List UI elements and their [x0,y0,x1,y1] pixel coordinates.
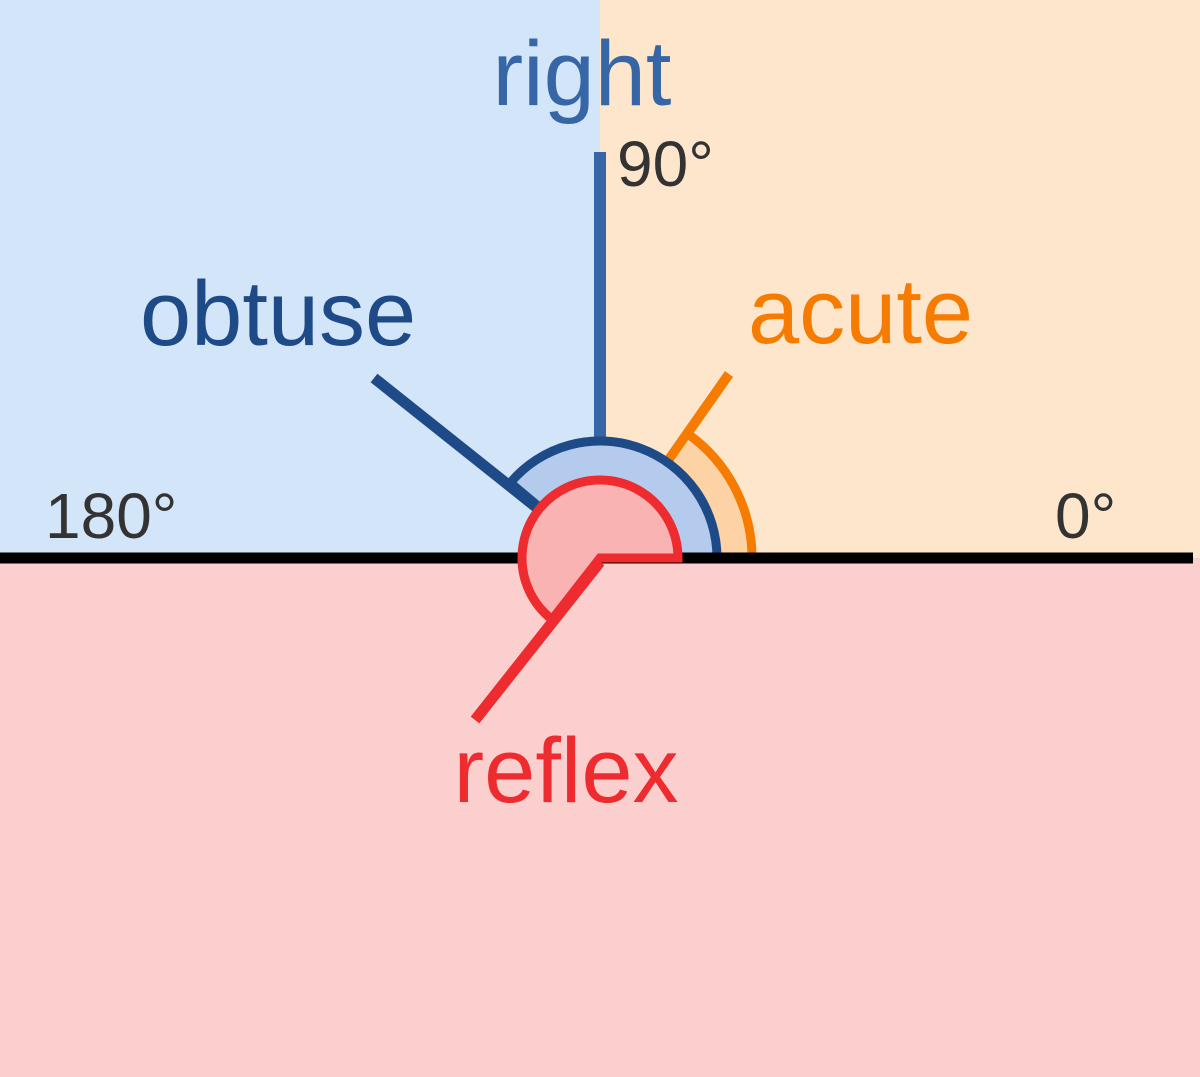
reflex-region [0,558,1200,1077]
obtuse-label: obtuse [140,263,416,365]
reflex-arc [517,475,683,626]
acute-label: acute [748,261,973,363]
deg-180-label: 180° [45,480,177,552]
reflex-label: reflex [454,720,679,822]
right-label: right [493,23,672,125]
reflex-ray [470,558,605,724]
deg-0-label: 0° [1055,480,1116,552]
obtuse-region [0,0,600,558]
deg-90-label: 90° [617,128,714,200]
